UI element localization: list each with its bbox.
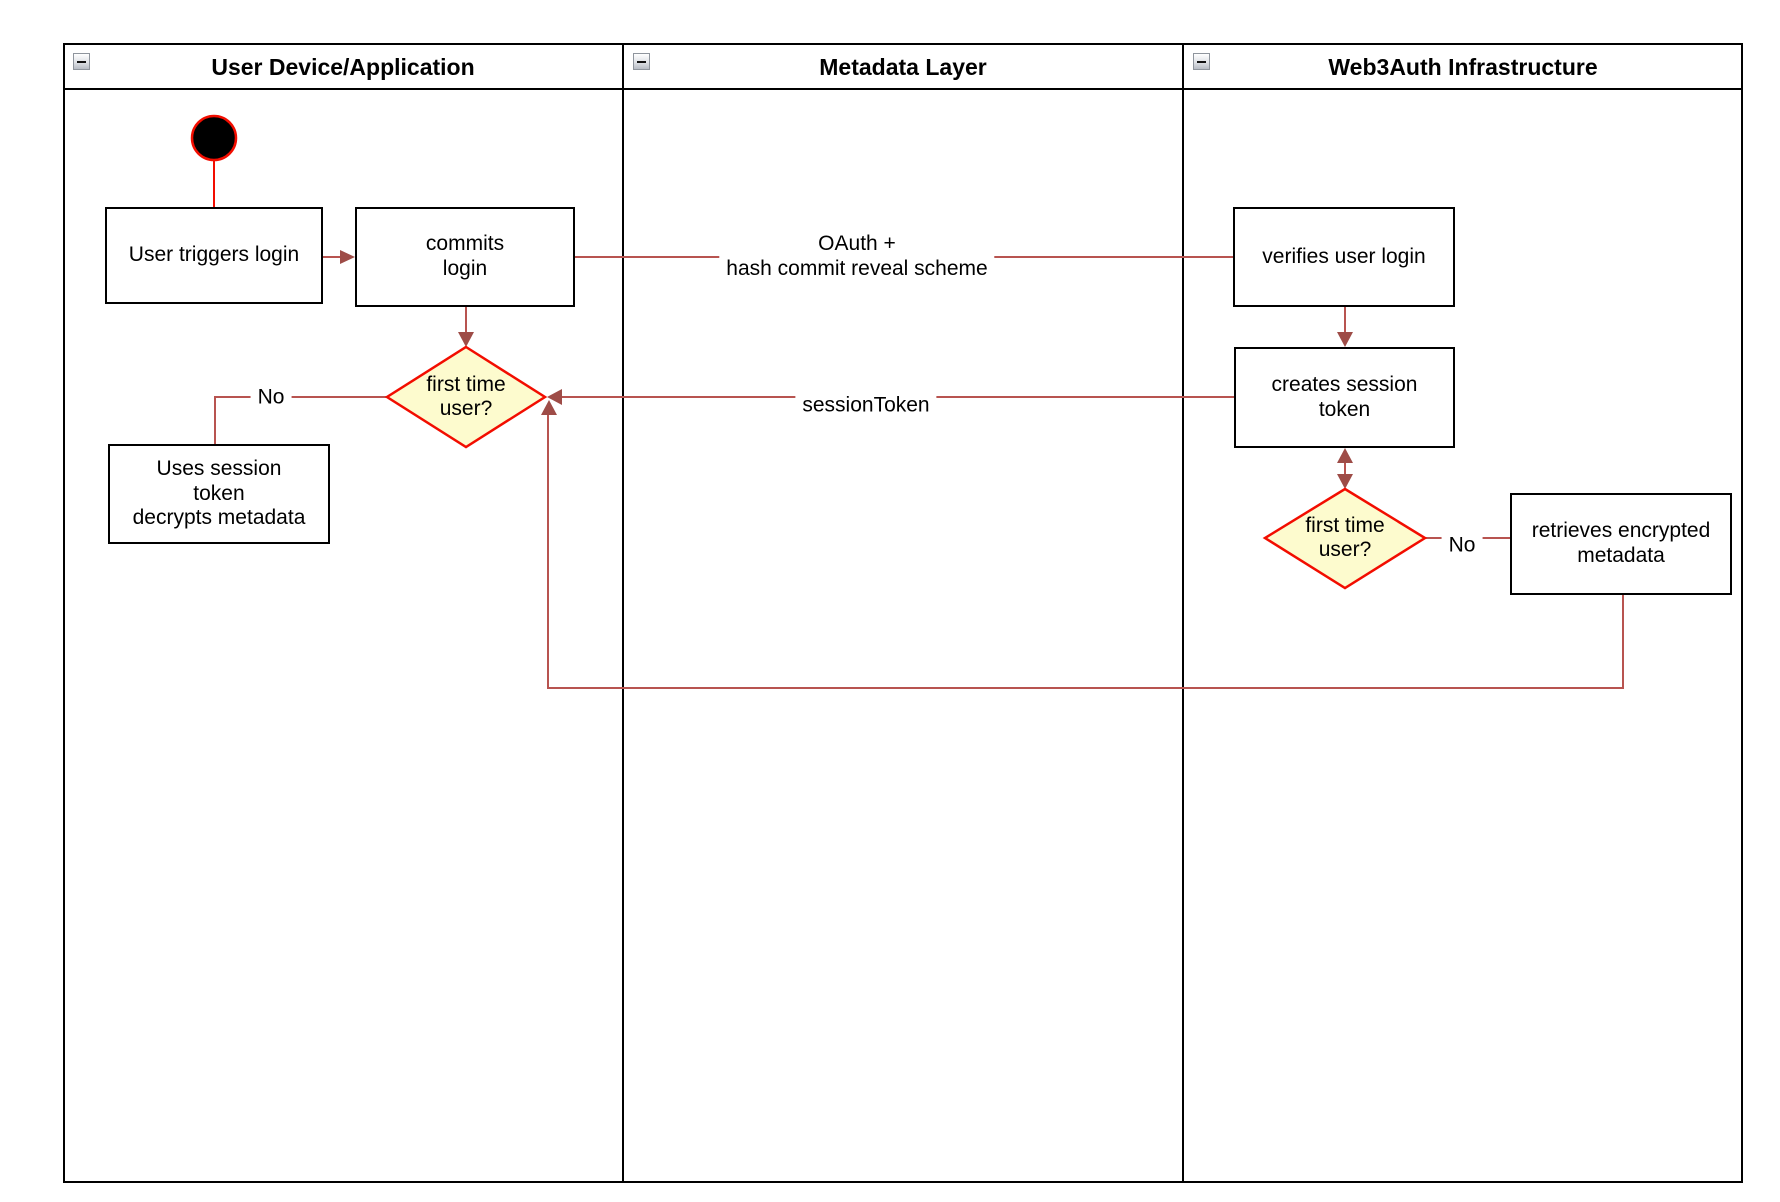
edge-retrieves-feedback: [547, 414, 1624, 689]
lane-collapse-button-2[interactable]: [633, 53, 650, 70]
arrowhead-down: [458, 332, 474, 347]
arrowhead-down: [1337, 474, 1353, 489]
edge-label-session-token: sessionToken: [795, 392, 937, 420]
decision-label-first-time-user-device: first time user?: [426, 373, 506, 420]
arrowhead-down: [1337, 332, 1353, 347]
activity-creates-session-token[interactable]: creates session token: [1234, 347, 1455, 448]
lane-title-metadata-layer: Metadata Layer: [819, 54, 987, 80]
lane-collapse-button-3[interactable]: [1193, 53, 1210, 70]
lane-divider-1: [622, 43, 624, 1183]
lane-divider-2: [1182, 43, 1184, 1183]
swimlane-pool: [63, 43, 1743, 1183]
lane-title-web3auth: Web3Auth Infrastructure: [1328, 54, 1598, 80]
decision-first-time-user-device[interactable]: [384, 345, 548, 449]
activity-retrieves-encrypted-metadata[interactable]: retrieves encrypted metadata: [1510, 493, 1732, 595]
lane-collapse-button-1[interactable]: [73, 53, 90, 70]
arrowhead-right: [340, 250, 355, 264]
minus-icon: [637, 60, 646, 63]
activity-user-triggers-login[interactable]: User triggers login: [105, 207, 323, 304]
activity-verifies-user-login[interactable]: verifies user login: [1233, 207, 1455, 307]
lane-title-user-device: User Device/Application: [211, 54, 475, 80]
edge-label-no-infra: No: [1441, 532, 1483, 560]
minus-icon: [77, 60, 86, 63]
edge-decision-no-to-uses-session: [214, 396, 387, 444]
activity-commits-login[interactable]: commits login: [355, 207, 575, 307]
arrowhead-up: [541, 400, 557, 415]
minus-icon: [1197, 60, 1206, 63]
activity-uses-session-token[interactable]: Uses session token decrypts metadata: [108, 444, 330, 544]
decision-label-first-time-user-infra: first time user?: [1305, 514, 1385, 561]
arrowhead-left: [547, 389, 562, 405]
lane-header-divider: [63, 88, 1743, 90]
decision-first-time-user-infra[interactable]: [1262, 487, 1428, 590]
arrowhead-up: [1337, 448, 1353, 463]
edge-label-oauth: OAuth + hash commit reveal scheme: [719, 231, 995, 283]
edge-label-no-device: No: [250, 384, 292, 412]
start-node[interactable]: [190, 114, 238, 162]
